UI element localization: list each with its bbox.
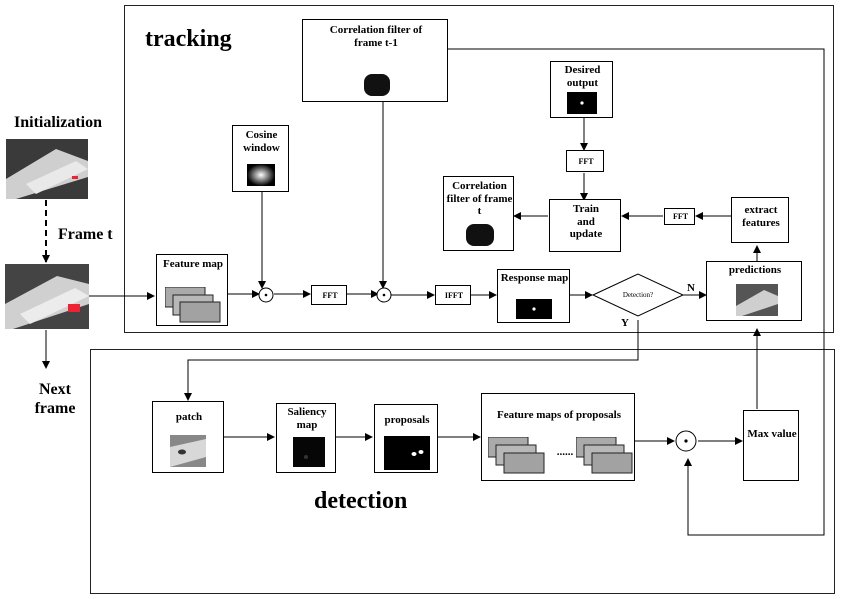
ifft-box: IFFT: [435, 285, 471, 305]
predictions-label: predictions: [728, 264, 782, 276]
max-value-label: Max value: [747, 428, 797, 440]
initialization-frame-image: [6, 139, 88, 199]
frame-t-label: Frame t: [58, 226, 113, 243]
ifft-label: IFFT: [444, 291, 464, 300]
feature-map-stack: [165, 287, 221, 323]
response-map-label: Response map: [500, 272, 569, 284]
detection-decision-label: Detection?: [622, 291, 654, 299]
fft-box-4: FFT: [566, 150, 604, 172]
patch-image: [170, 435, 206, 467]
patch-label: patch: [175, 411, 203, 423]
cosine-window-label: Cosine window: [243, 129, 280, 154]
fft-box-1: FFT: [311, 285, 347, 305]
next-frame-label: Next frame: [34, 381, 76, 418]
desired-output-label: Desired output: [564, 64, 601, 89]
cosine-window-box: Cosine window: [232, 125, 289, 192]
feature-map-box: Feature map: [156, 254, 228, 326]
frame-t-image: [5, 264, 89, 329]
proposals-image: [384, 436, 430, 470]
tracking-title: tracking: [145, 26, 232, 52]
cf-frame-t-box: Correlation filter of frame t: [443, 176, 514, 251]
saliency-map-box: Saliency map: [276, 403, 336, 473]
cosine-window-image: [247, 164, 275, 186]
predictions-box: predictions: [706, 261, 802, 321]
fft-box-3: FFT: [664, 208, 695, 225]
extract-features-label: extract features: [742, 204, 780, 229]
patch-box: patch: [152, 401, 224, 473]
saliency-map-image: [293, 437, 325, 467]
proposal-feature-stack-right: [576, 437, 633, 474]
proposal-feature-stack-left: [488, 437, 545, 474]
cf-prev-frame-image: [364, 74, 390, 96]
train-update-box: Train and update: [549, 199, 621, 252]
proposal-feature-maps-box: Feature maps of proposals ......: [481, 393, 635, 481]
decision-no-label: N: [687, 282, 695, 294]
proposal-feature-ellipsis: ......: [556, 446, 574, 458]
cf-frame-t-image: [466, 224, 494, 246]
detection-title: detection: [314, 488, 408, 514]
proposals-box: proposals: [374, 404, 438, 473]
proposals-label: proposals: [384, 414, 430, 426]
predictions-image: [736, 284, 778, 316]
cf-frame-t-label: Correlation filter of frame t: [446, 180, 513, 218]
tracking-region: [124, 5, 834, 333]
desired-output-image: [567, 92, 597, 114]
extract-features-box: extract features: [731, 197, 789, 243]
fft-label-1: FFT: [322, 291, 338, 300]
feature-map-label: Feature map: [163, 258, 223, 270]
saliency-map-label: Saliency map: [287, 406, 327, 431]
fft-label-3: FFT: [672, 212, 689, 221]
proposal-feature-maps-label: Feature maps of proposals: [497, 409, 621, 421]
max-value-box: Max value: [743, 410, 799, 481]
fft-label-4: FFT: [578, 157, 594, 166]
response-map-image: [516, 299, 552, 319]
train-update-label: Train and update: [569, 203, 603, 241]
desired-output-box: Desired output: [550, 61, 613, 118]
cf-prev-frame-label: Correlation filter of frame t-1: [329, 24, 423, 49]
response-map-box: Response map: [497, 269, 570, 323]
detection-region: [90, 349, 835, 594]
decision-yes-label: Y: [621, 317, 629, 329]
cf-prev-frame-box: Correlation filter of frame t-1: [302, 19, 448, 102]
initialization-label: Initialization: [14, 114, 103, 131]
